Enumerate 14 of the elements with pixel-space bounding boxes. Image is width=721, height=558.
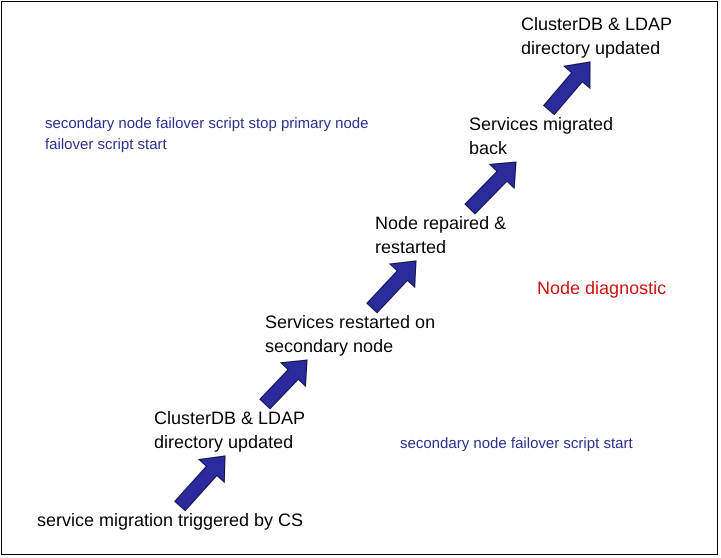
note-text: secondary node failover script stop primary node failover script start bbox=[45, 114, 370, 155]
block-arrow bbox=[174, 455, 226, 512]
block-arrow bbox=[366, 260, 417, 314]
step-text: service migration triggered by CS bbox=[36, 509, 304, 532]
block-arrow bbox=[259, 359, 308, 410]
block-arrow bbox=[464, 161, 517, 215]
note-text: secondary node failover script start bbox=[400, 434, 634, 454]
note-text: Node diagnostic bbox=[537, 278, 668, 299]
block-arrow bbox=[543, 61, 590, 116]
step-text: Services restarted on secondary node bbox=[265, 311, 436, 358]
step-text: Services migrated back bbox=[469, 113, 614, 160]
step-text: Node repaired & restarted bbox=[375, 212, 508, 259]
step-text: ClusterDB & LDAP directory updated bbox=[154, 407, 306, 454]
step-text: ClusterDB & LDAP directory updated bbox=[521, 13, 673, 60]
